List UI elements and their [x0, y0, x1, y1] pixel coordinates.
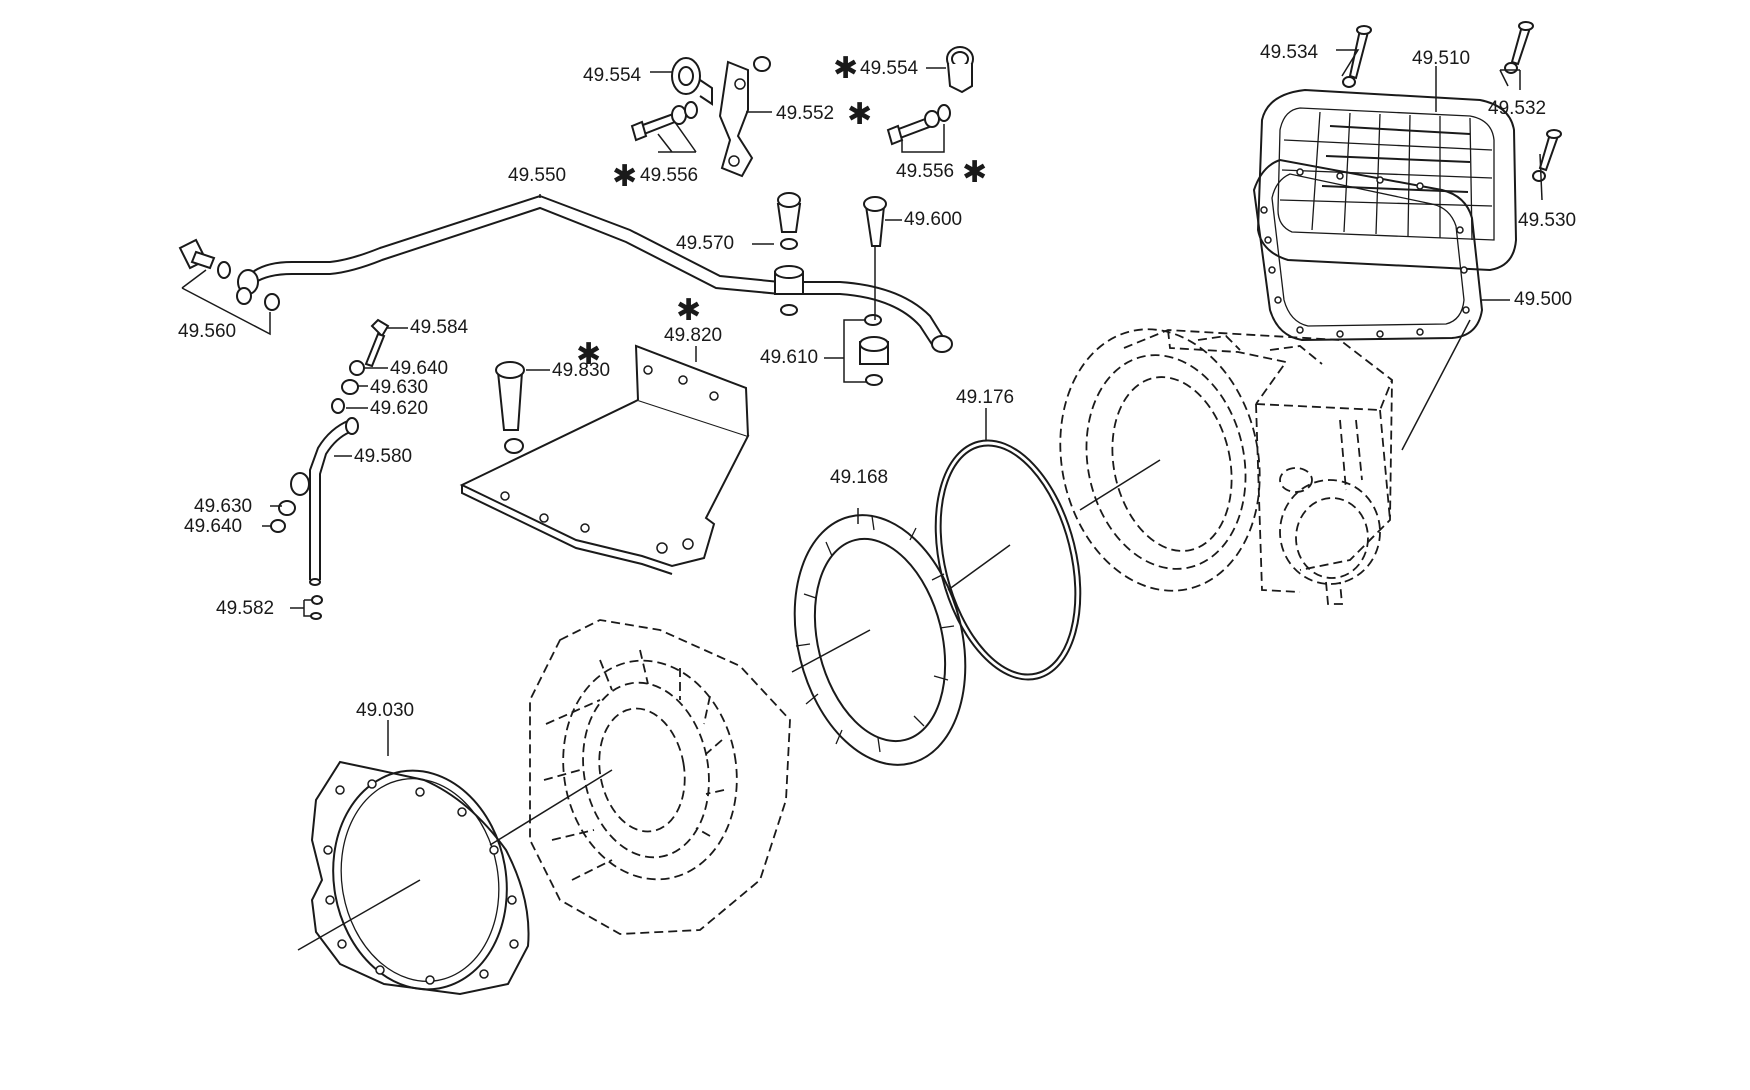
- housing-gasket: [310, 760, 530, 996]
- bracket-bolt: [495, 361, 525, 431]
- banjo-fitting-middle: [774, 192, 804, 316]
- cover-gasket: [1252, 158, 1484, 342]
- gasket-holes: [323, 779, 519, 985]
- callout-49-168: 49.168: [830, 467, 888, 488]
- callout-49-550: 49.550: [508, 165, 566, 186]
- clamp-assembly-right: [886, 46, 974, 146]
- bracket-plate: [459, 344, 750, 575]
- leader-lines: [181, 49, 1543, 951]
- cover-bolts: [1342, 21, 1562, 182]
- callout-49-554-left: 49.554: [583, 65, 642, 86]
- callout-49-820: 49.820: [664, 325, 722, 346]
- banjo-fitting-right: [859, 196, 889, 386]
- callout-49-610: 49.610: [760, 347, 818, 368]
- callout-49-570: 49.570: [676, 233, 734, 254]
- callout-49-530: 49.530: [1518, 210, 1576, 231]
- callout-49-582: 49.582: [216, 598, 274, 619]
- transmission-housing: [1059, 328, 1393, 605]
- clamp-assembly-left: [630, 56, 771, 178]
- callout-49-600: 49.600: [904, 209, 962, 230]
- cover-rib-grid: [1279, 111, 1493, 241]
- o-ring: [934, 439, 1082, 681]
- callout-49-640-top: 49.640: [390, 358, 448, 379]
- callout-49-556-left: 49.556: [640, 165, 698, 186]
- callout-49-556-right: 49.556: [896, 161, 954, 182]
- gasket-bolt-holes: [1260, 168, 1470, 338]
- asterisk-49-556-right: ✱: [962, 155, 987, 190]
- oil-pipe-long: [237, 194, 953, 353]
- callout-49-620: 49.620: [370, 398, 428, 419]
- callout-49-580: 49.580: [354, 446, 412, 467]
- asterisk-49-556-left: ✱: [612, 159, 637, 194]
- callout-49-560: 49.560: [178, 321, 236, 342]
- disc-plate: [793, 514, 967, 766]
- pipe-short-fittings: [270, 318, 390, 533]
- callout-49-030: 49.030: [356, 700, 414, 721]
- asterisk-49-552: ✱: [847, 97, 872, 132]
- callout-49-552: 49.552: [776, 103, 834, 124]
- callout-49-500: 49.500: [1514, 289, 1572, 310]
- oil-pipe-short: [290, 417, 359, 620]
- asterisk-49-554-right: ✱: [833, 51, 858, 86]
- callout-49-830: 49.830: [552, 360, 610, 381]
- callout-49-554-right: 49.554: [860, 58, 919, 79]
- callout-49-630-top: 49.630: [370, 377, 428, 398]
- callout-labels: 49.554 49.552 ✱ ✱ 49.556 ✱ 49.554 49.556…: [178, 42, 1576, 721]
- banjo-bolt-left: [178, 238, 280, 311]
- callout-49-532: 49.532: [1488, 98, 1546, 119]
- callout-49-534: 49.534: [1260, 42, 1319, 63]
- asterisk-49-830: ✱: [576, 337, 601, 372]
- intermediate-housing: [529, 619, 791, 935]
- callout-49-510: 49.510: [1412, 48, 1470, 69]
- callout-49-640-bottom: 49.640: [184, 516, 242, 537]
- callout-49-630-bottom: 49.630: [194, 496, 252, 517]
- asterisk-49-820: ✱: [676, 293, 701, 328]
- callout-49-584: 49.584: [410, 317, 469, 338]
- callout-49-176: 49.176: [956, 387, 1014, 408]
